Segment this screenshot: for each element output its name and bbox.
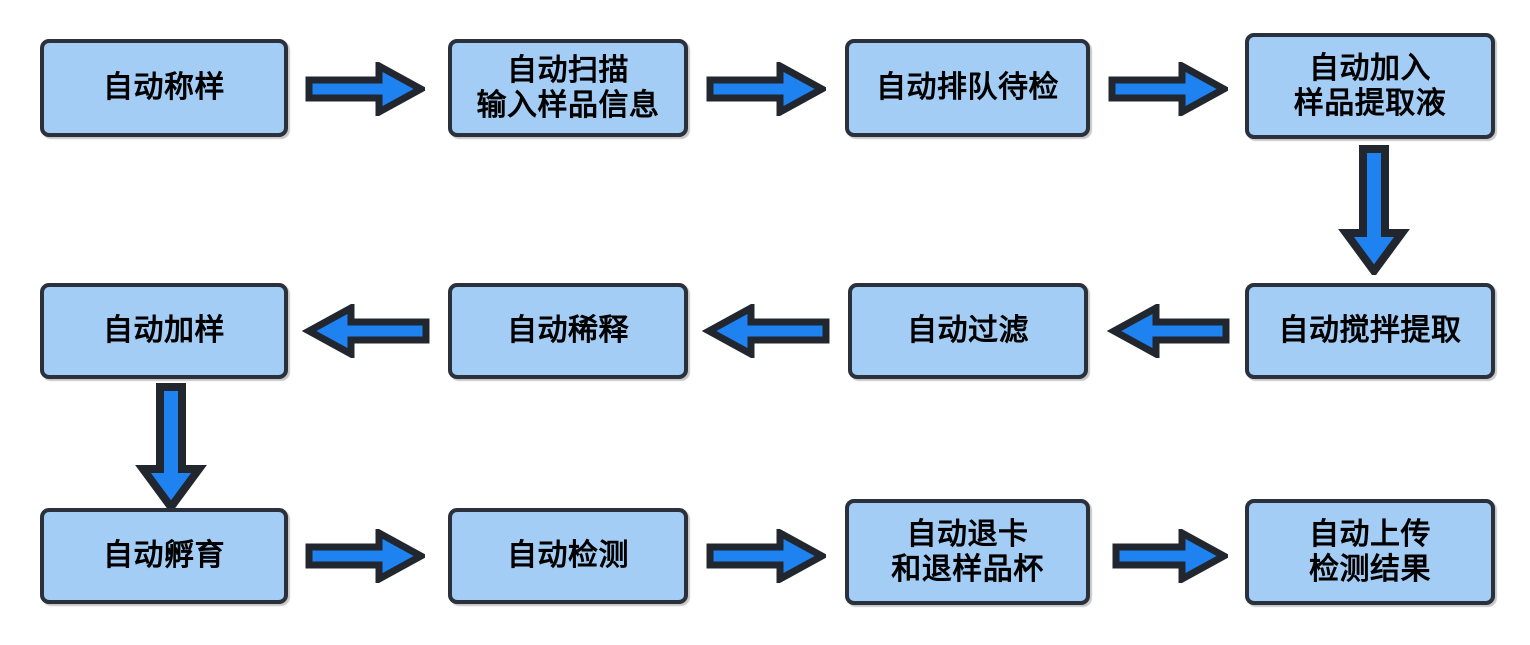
arrow-down-left	[135, 383, 207, 511]
node-line: 自动扫描	[507, 53, 629, 87]
arrow-right-4	[305, 529, 425, 583]
node-line: 和退样品杯	[891, 553, 1044, 586]
arrow-left-3	[300, 304, 430, 358]
process-node-5[interactable]: 自动搅拌提取	[1245, 283, 1495, 379]
arrow-left-2	[700, 304, 830, 358]
arrow-right-5	[706, 529, 826, 583]
process-node-1[interactable]: 自动称样	[40, 39, 288, 137]
arrow-left-1	[1105, 304, 1230, 358]
node-line: 样品提取液	[1293, 87, 1447, 120]
node-line: 自动搅拌提取	[1278, 314, 1462, 348]
arrow-down-right	[1338, 145, 1410, 275]
process-node-6[interactable]: 自动过滤	[848, 283, 1088, 379]
node-line: 自动检测	[507, 539, 629, 573]
node-line: 自动稀释	[507, 314, 629, 348]
node-line: 检测结果	[1309, 553, 1431, 586]
process-node-9[interactable]: 自动孵育	[40, 508, 288, 604]
node-line: 自动过滤	[907, 314, 1029, 348]
process-node-10[interactable]: 自动检测	[448, 508, 688, 604]
process-node-7[interactable]: 自动稀释	[448, 283, 688, 379]
arrow-right-6	[1112, 529, 1228, 583]
node-line: 自动加入	[1309, 51, 1431, 85]
node-line: 输入样品信息	[476, 89, 660, 122]
arrow-right-3	[1108, 62, 1228, 116]
node-line: 自动孵育	[103, 539, 225, 573]
node-line: 自动加样	[103, 314, 225, 348]
node-line: 自动上传	[1309, 517, 1431, 551]
node-line: 自动退卡	[906, 517, 1029, 551]
process-node-12[interactable]: 自动上传 检测结果	[1245, 499, 1495, 605]
process-node-8[interactable]: 自动加样	[40, 283, 288, 379]
node-line: 自动排队待检	[876, 71, 1059, 105]
process-node-3[interactable]: 自动排队待检	[845, 39, 1090, 137]
process-node-11[interactable]: 自动退卡 和退样品杯	[845, 499, 1090, 605]
process-node-2[interactable]: 自动扫描 输入样品信息	[448, 39, 688, 137]
process-node-4[interactable]: 自动加入 样品提取液	[1245, 33, 1495, 139]
arrow-right-2	[706, 62, 826, 116]
node-line: 自动称样	[103, 71, 225, 105]
arrow-right-1	[305, 62, 425, 116]
